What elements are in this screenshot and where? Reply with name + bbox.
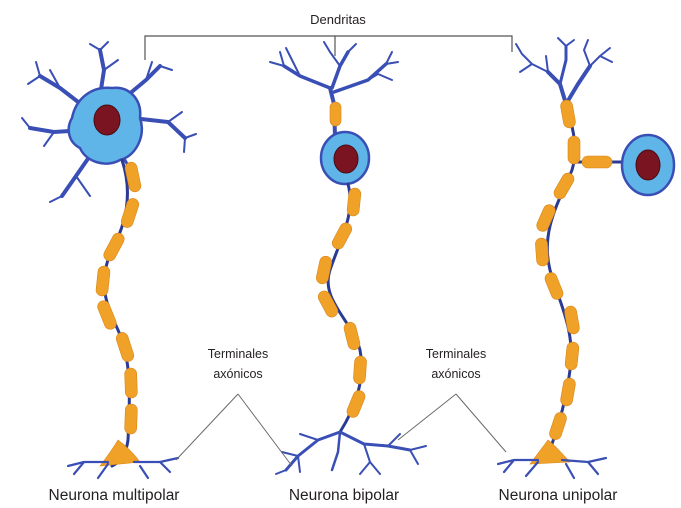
bipolar-neuron bbox=[270, 42, 426, 474]
dendritas-label: Dendritas bbox=[310, 12, 366, 27]
terminales-left-label-line1: Terminales bbox=[208, 347, 268, 361]
terminales-right-leaders bbox=[398, 394, 506, 452]
unipolar-neuron bbox=[498, 38, 674, 478]
neuron-unipolar-label: Neurona unipolar bbox=[499, 487, 618, 504]
multipolar-nucleus bbox=[94, 105, 120, 135]
bipolar-terminal-branches bbox=[276, 432, 426, 474]
neuron-bipolar-label: Neurona bipolar bbox=[289, 487, 399, 504]
unipolar-nucleus bbox=[636, 150, 660, 180]
unipolar-dendrites bbox=[516, 38, 612, 104]
terminales-right-label-line2: axónicos bbox=[431, 367, 480, 381]
bipolar-nucleus bbox=[334, 145, 358, 173]
terminales-right-label-line1: Terminales bbox=[426, 347, 486, 361]
neuron-multipolar-label: Neurona multipolar bbox=[49, 487, 180, 504]
unipolar-myelin bbox=[535, 99, 581, 441]
unipolar-stem-myelin bbox=[582, 156, 612, 168]
terminales-left-leaders bbox=[176, 394, 292, 466]
bipolar-dendrite-myelin bbox=[330, 102, 341, 126]
multipolar-neuron bbox=[22, 42, 196, 478]
multipolar-myelin bbox=[95, 161, 142, 434]
terminales-left-label-line2: axónicos bbox=[213, 367, 262, 381]
